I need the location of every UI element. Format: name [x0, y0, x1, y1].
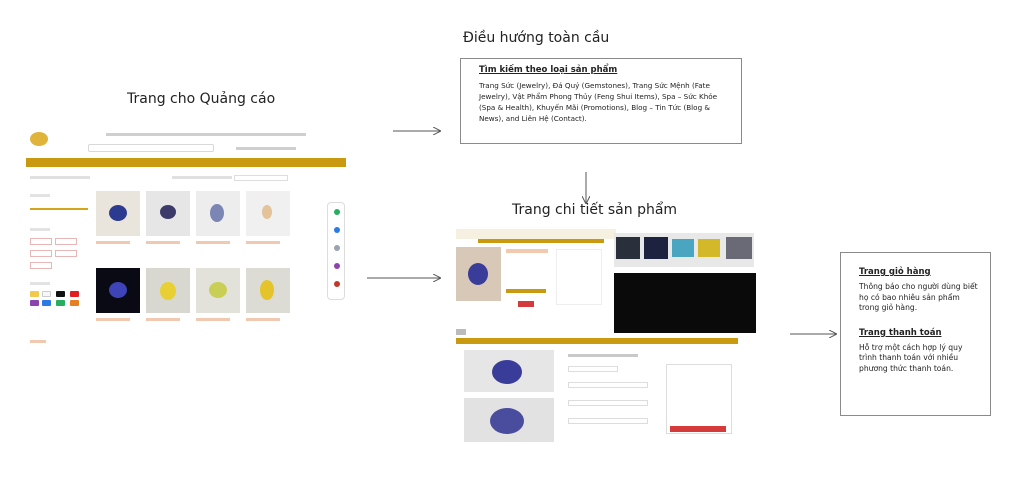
checkout-heading: Trang thanh toán — [859, 327, 942, 338]
product-detail-label: Trang chi tiết sản phẩm — [512, 202, 678, 218]
price-slider-mock — [30, 208, 88, 210]
global-nav-label: Điều hướng toàn cầu — [463, 30, 610, 46]
product-card — [246, 268, 290, 313]
product-card — [96, 191, 140, 236]
product-detail-thumbnail — [456, 229, 756, 335]
cart-checkout-box: Trang giỏ hàng Thông báo cho người dùng … — [840, 252, 991, 416]
product-card — [146, 191, 190, 236]
checkout-thumbnail — [456, 338, 738, 462]
nav-box-heading: Tìm kiếm theo loại sản phẩm — [479, 65, 618, 75]
brand-logo-icon — [30, 132, 48, 146]
cart-heading: Trang giỏ hàng — [859, 267, 931, 277]
product-card — [96, 268, 140, 313]
nav-box-body: Trang Sức (Jewelry), Đá Quý (Gemstones),… — [479, 81, 718, 123]
product-card — [146, 268, 190, 313]
ads-page-label: Trang cho Quảng cáo — [127, 91, 276, 107]
search-bar-mock — [88, 144, 214, 152]
floating-contact-bar-mock — [327, 202, 345, 300]
product-card — [246, 191, 290, 236]
cart-body: Thông báo cho người dùng biết họ có bao … — [859, 282, 978, 312]
nav-bar-mock — [26, 158, 346, 167]
global-nav-box: Tìm kiếm theo loại sản phẩm Trang Sức (J… — [460, 58, 742, 144]
checkout-body: Hỗ trợ một cách hợp lý quy trình thanh t… — [859, 342, 963, 373]
product-card — [196, 191, 240, 236]
product-card — [196, 268, 240, 313]
ads-page-thumbnail — [26, 128, 346, 354]
